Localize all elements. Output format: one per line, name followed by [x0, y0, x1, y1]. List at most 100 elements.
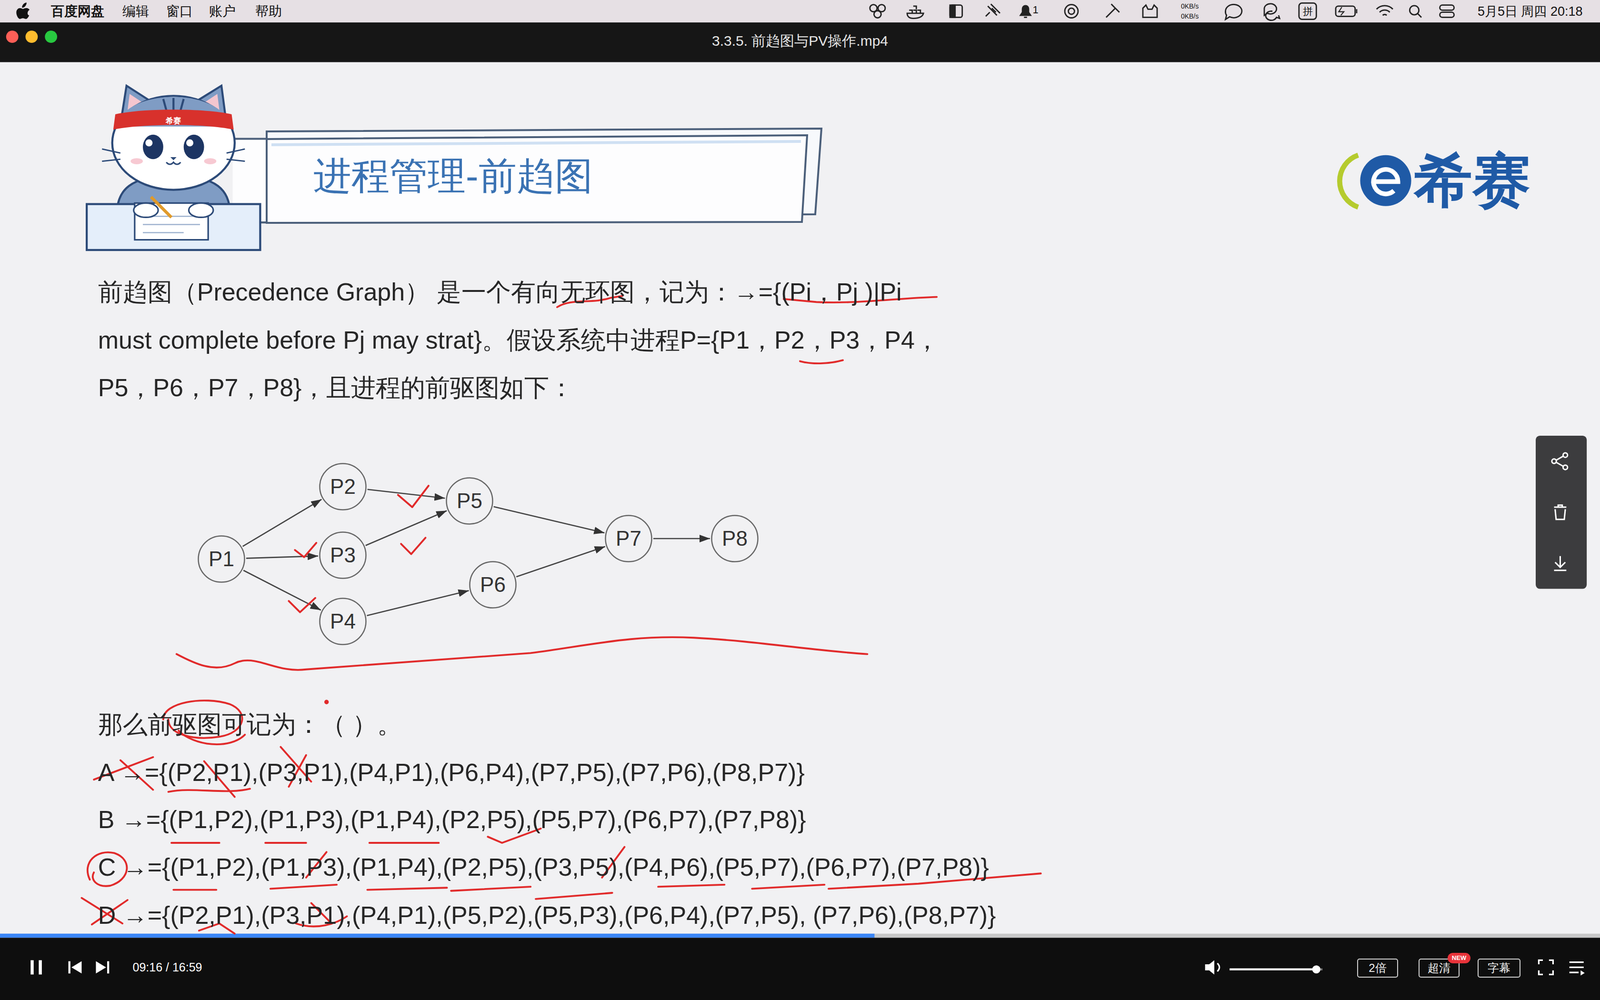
menu-bar: [1440, 5, 1455, 11]
badge-count: 1: [1032, 3, 1039, 17]
mascot-cat: [166, 162, 181, 165]
circle-outline: [605, 515, 652, 562]
red-annotation: [288, 598, 316, 613]
circle-outline: [711, 515, 759, 562]
body-text: 前趋图（Precedence Graph） 是一个有向无环图，记为：→={(Pi…: [98, 277, 902, 307]
player-button: 字幕: [1477, 958, 1521, 978]
mascot-cat: [204, 158, 217, 165]
mascot-cat: [142, 216, 200, 233]
red-annotation: [173, 889, 217, 891]
precedence-arrow: [516, 546, 606, 577]
process-circle: P1: [197, 535, 246, 583]
menu-bar: [1356, 9, 1358, 14]
red-annotation: [270, 884, 337, 890]
progress-bar: [0, 933, 1600, 939]
banner-title: 进程管理-前趋图: [313, 154, 593, 199]
menu-bar: [950, 5, 956, 18]
menu-bar: [0, 0, 1600, 23]
precedence-arrow: [493, 506, 605, 533]
menu-bar: [16, 2, 30, 20]
side-toolbar: [1551, 459, 1557, 464]
process-circle: P2: [319, 462, 367, 511]
process-circle: P3: [319, 531, 367, 580]
menu-bar: [870, 2, 1455, 20]
red-annotation: [400, 537, 426, 554]
menu-bar: [1142, 5, 1158, 18]
mascot-cat: [142, 134, 164, 160]
red-annotation: [398, 485, 429, 508]
control-bar: [1312, 965, 1321, 974]
question-text: 那么前驱图可记为：（ ）。: [98, 709, 402, 740]
red-annotation: [751, 884, 825, 890]
window-title: 3.3.5. 前趋图与PV操作.mp4: [711, 32, 889, 50]
menu-bar: [1064, 4, 1079, 19]
window-title-bar: [0, 22, 1600, 63]
circle-outline: [320, 532, 367, 579]
menu-item: 百度网盘: [50, 3, 105, 20]
precedence-arrow: [242, 499, 322, 547]
red-annotation: [325, 700, 329, 704]
control-bar: [1217, 963, 1220, 972]
option-text: A →={(P2,P1),(P3,P1),(P4,P1),(P6,P4),(P7…: [98, 757, 805, 788]
mascot-cat: [113, 109, 234, 130]
mascot-cat: [170, 157, 177, 160]
process-name: P7: [615, 526, 642, 551]
menu-bar: [950, 5, 963, 18]
side-toolbar: [1535, 435, 1587, 589]
menu-bar: [1440, 12, 1455, 18]
menu-bar: [873, 10, 881, 19]
player-button: 2倍: [1357, 958, 1399, 978]
control-bar: [38, 960, 42, 975]
side-toolbar: [1551, 452, 1568, 571]
menu-bar: [1020, 5, 1031, 18]
control-bar: [0, 937, 1600, 1000]
mascot-cat: [145, 139, 153, 147]
brand-logo-mark: [1339, 155, 1411, 208]
side-toolbar: [1554, 505, 1567, 520]
control-bar: [107, 961, 110, 974]
side-toolbar: [1562, 465, 1568, 470]
badge-text: NEW: [1451, 954, 1467, 962]
red-annotation: [367, 887, 447, 890]
control-bar: [68, 961, 71, 974]
process-circle: P4: [319, 597, 367, 646]
brand-logo-mark: [1339, 155, 1359, 208]
process-name: P4: [330, 609, 356, 634]
window-title-bar: [25, 30, 39, 43]
menu-bar: [1106, 4, 1120, 18]
progress-bar: [0, 933, 875, 939]
headband-text: 希赛: [165, 116, 181, 126]
process-circle: P5: [445, 477, 494, 525]
menu-bar: [1068, 8, 1075, 15]
body-text: must complete before Pj may strat}。假设系统中…: [98, 324, 940, 355]
title-banner: 进程管理-前趋图: [266, 128, 824, 224]
red-annotation: [658, 884, 725, 887]
side-toolbar: [1554, 556, 1567, 571]
circle-outline: [320, 463, 367, 510]
input-method: 拼: [1302, 5, 1313, 18]
menu-bar: [1225, 4, 1242, 20]
circle-outline: [470, 561, 517, 609]
side-toolbar: [1562, 452, 1568, 458]
mascot-cat: [101, 149, 245, 162]
window-title-bar: [44, 30, 58, 43]
brand-text: 希赛: [1414, 145, 1531, 216]
control-bar: [30, 960, 34, 975]
menu-bar: [1299, 2, 1317, 20]
menu-bar: [1264, 3, 1280, 21]
mascot-cat: [112, 95, 235, 190]
process-name: P6: [480, 572, 506, 598]
menu-bar: [907, 6, 924, 19]
mascot-cat: [163, 98, 184, 111]
side-toolbar: [1535, 435, 1587, 589]
body-text: P5，P6，P7，P8}，且进程的前驱图如下：: [98, 372, 575, 403]
process-name: P1: [208, 547, 235, 572]
button-text: 字幕: [1487, 961, 1511, 975]
red-annotation: [294, 542, 317, 558]
menu-bar: [1376, 5, 1393, 16]
process-circle: P7: [604, 514, 653, 563]
process-name: P2: [330, 474, 356, 500]
control-bar: [0, 937, 1600, 1000]
option-text: B →={(P1,P2),(P1,P3),(P1,P4),(P2,P5),(P5…: [98, 804, 807, 835]
